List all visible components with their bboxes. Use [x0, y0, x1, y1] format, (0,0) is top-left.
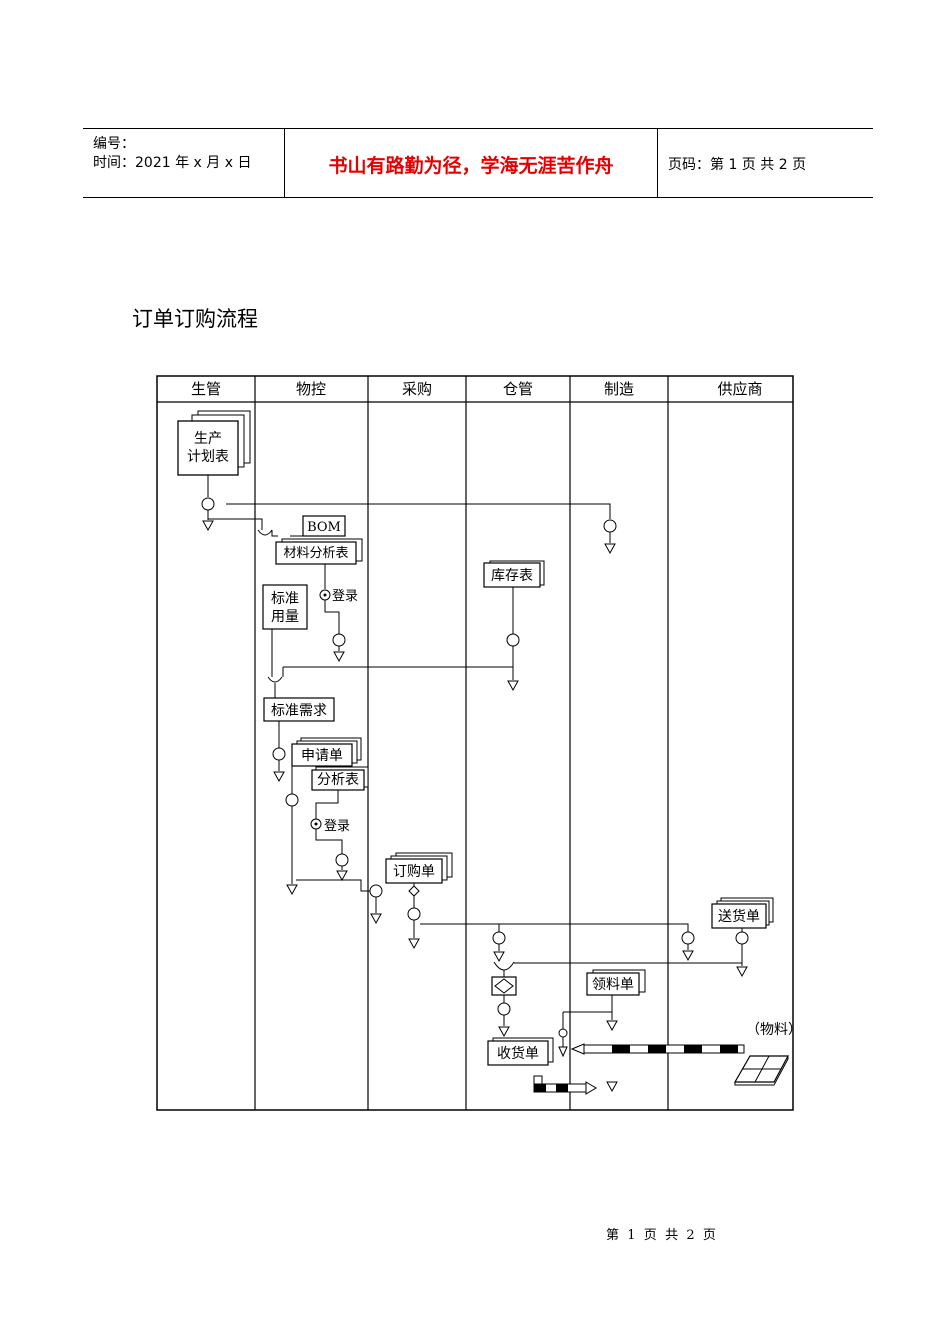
requisition-label: 申请单: [301, 748, 343, 764]
production-plan-label: 计划表: [187, 449, 229, 465]
process-circle: [506, 633, 520, 647]
store-triangle: [202, 520, 214, 532]
register-label: 登录: [324, 819, 350, 834]
bom-doc: [302, 515, 346, 537]
process-circle: [492, 931, 506, 945]
motto-text: 书山有路勤为径，学海无涯苦作舟: [328, 155, 614, 177]
flowchart-frame: [156, 375, 794, 1111]
outgoing-arrow-head: [585, 1081, 597, 1095]
store-triangle: [333, 651, 345, 663]
register-label: 登录: [332, 589, 358, 604]
store-triangle: [606, 1081, 618, 1093]
standard-usage-doc: [262, 584, 308, 630]
delivery-note-label: 送货单: [718, 908, 760, 925]
store-triangle: [558, 1046, 568, 1058]
page-info: 页码：第 1 页 共 2 页: [668, 157, 807, 173]
standard-demand-doc: [263, 697, 335, 722]
store-triangle: [736, 966, 748, 978]
standard-demand-label: 标准需求: [271, 703, 327, 719]
store-triangle: [507, 680, 519, 692]
merge-arc: [493, 961, 515, 971]
lane-label-warehouse: 仓管: [503, 380, 533, 398]
process-circle: [735, 931, 749, 945]
store-triangle: [408, 938, 420, 950]
time-label: 时间：2021 年 x 月 x 日: [93, 155, 252, 171]
process-circle: [681, 931, 695, 945]
bom-label: BOM: [307, 520, 341, 535]
number-label: 编号：: [93, 136, 135, 152]
store-triangle: [286, 884, 298, 896]
lane-label-material-control: 物控: [296, 380, 326, 398]
purchase-order-doc: [385, 858, 443, 884]
store-triangle: [498, 1026, 510, 1038]
process-circle: [335, 853, 349, 867]
production-plan-doc: [177, 420, 239, 476]
lane-label-manufacturing: 制造: [604, 380, 634, 398]
document-title: 订单订购流程: [132, 307, 258, 331]
standard-usage-label: 用量: [271, 609, 299, 625]
receipt-doc: [487, 1040, 549, 1066]
process-circle: [272, 747, 286, 761]
delivery-note-doc: [711, 903, 767, 929]
header-table: 编号： 时间：2021 年 x 月 x 日 书山有路勤为径，学海无涯苦作舟 页码…: [83, 128, 873, 198]
merge-arc: [267, 676, 283, 683]
standard-usage-label: 标准: [271, 591, 299, 607]
receipt-label: 收货单: [497, 1045, 539, 1062]
inspection-diamond: [494, 978, 514, 994]
lane-label-supplier: 供应商: [717, 380, 762, 398]
store-triangle: [370, 913, 382, 925]
process-circle: [201, 497, 215, 511]
requisition-doc: [291, 743, 353, 767]
lane-label-purchasing: 采购: [402, 380, 432, 398]
material-analysis-label: 材料分析表: [283, 546, 348, 561]
process-circle: [407, 907, 421, 921]
lane-label-production: 生管: [191, 380, 221, 398]
process-circle: [369, 884, 383, 898]
material-analysis-doc: [275, 541, 357, 565]
header-page-cell: 页码：第 1 页 共 2 页: [658, 129, 873, 197]
process-circle: [603, 519, 617, 533]
header-motto-cell: 书山有路勤为径，学海无涯苦作舟: [285, 129, 658, 197]
picking-list-label: 领料单: [592, 977, 634, 993]
material-arrow-head: [570, 1043, 585, 1055]
process-circle: [497, 1002, 511, 1016]
inspection-diamond: [408, 885, 420, 897]
inventory-label: 库存表: [491, 568, 533, 584]
store-triangle: [336, 870, 348, 882]
production-plan-label: 生产: [194, 431, 222, 447]
header-info-cell: 编号： 时间：2021 年 x 月 x 日: [83, 129, 285, 197]
page-footer: 第 1 页 共 2 页: [606, 1228, 716, 1243]
store-triangle: [682, 950, 694, 962]
process-circle: [332, 633, 346, 647]
analysis-label: 分析表: [317, 772, 359, 788]
process-circle: [558, 1028, 568, 1038]
store-triangle: [493, 951, 505, 963]
store-triangle: [604, 543, 616, 555]
store-triangle: [606, 1020, 618, 1032]
inventory-doc: [483, 562, 541, 588]
process-circle: [285, 793, 299, 807]
purchase-order-label: 订购单: [393, 864, 435, 880]
materials-label: （物料）: [746, 1022, 802, 1038]
store-triangle: [273, 771, 285, 783]
merge-arc: [257, 529, 273, 536]
picking-list-doc: [586, 972, 640, 996]
